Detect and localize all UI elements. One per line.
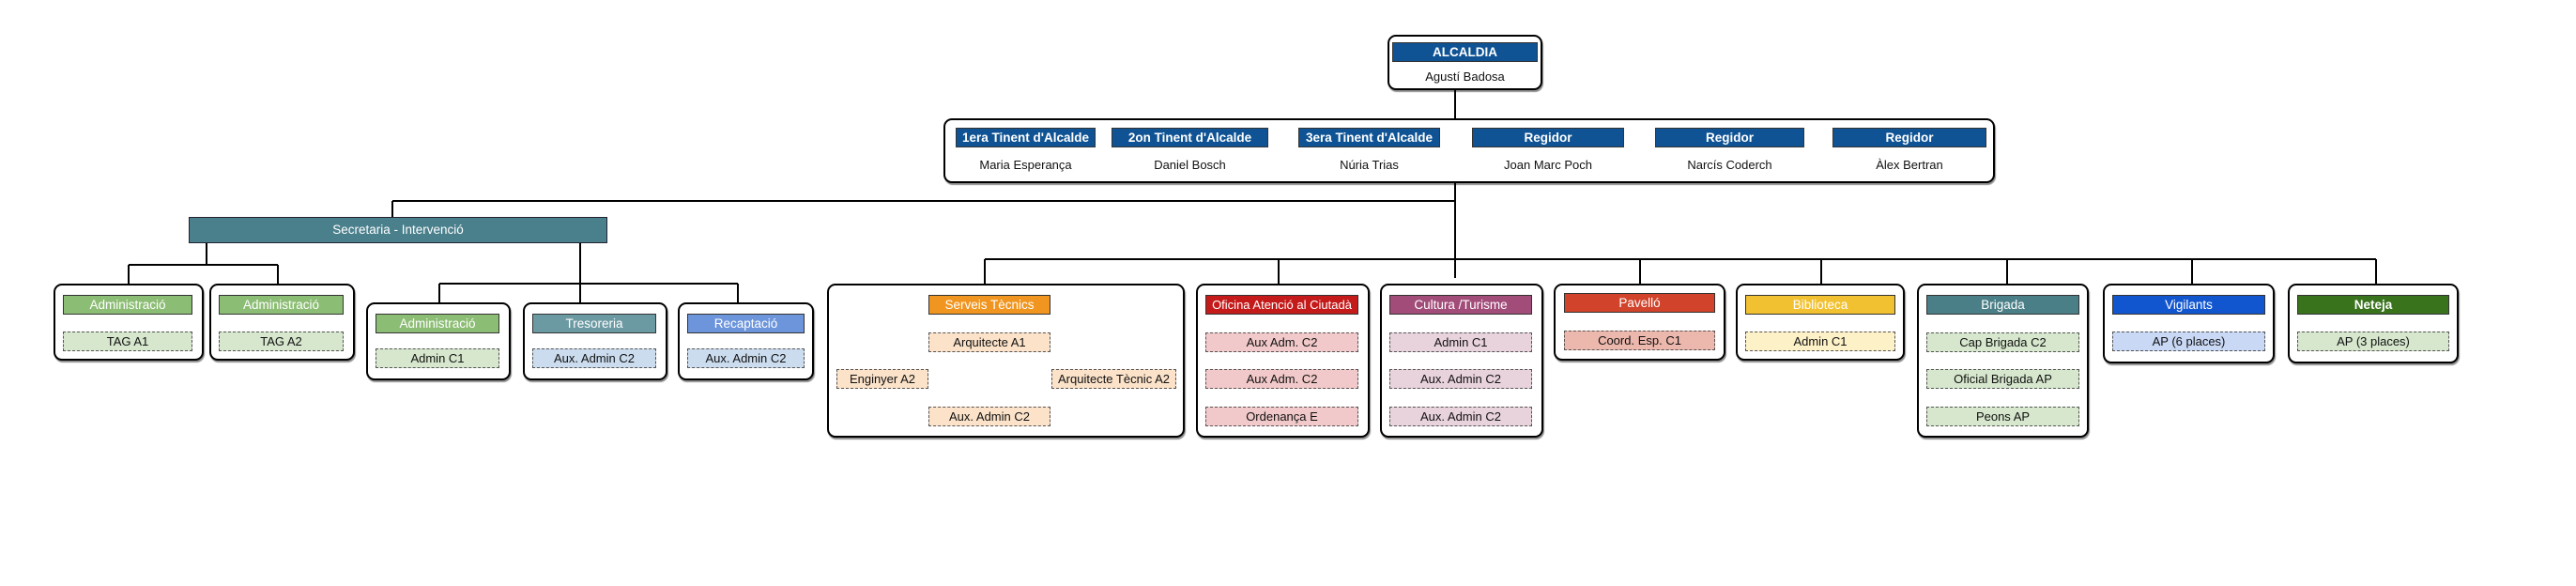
- council-name-5: Narcís Coderch: [1687, 158, 1772, 172]
- neteja-title: Neteja: [2297, 295, 2449, 315]
- council-title-4: Regidor: [1472, 128, 1624, 147]
- position-tag-a1: TAG A1: [63, 332, 192, 351]
- position-aux-adm-c2: Aux Adm. C2: [1205, 369, 1358, 389]
- council-box: 1era Tinent d'Alcalde Maria Esperança 2o…: [943, 118, 1995, 183]
- neteja-box: Neteja AP (3 places): [2288, 284, 2459, 363]
- oac-title: Oficina Atenció al Ciutadà: [1205, 295, 1358, 315]
- council-name-4: Joan Marc Poch: [1504, 158, 1592, 172]
- biblioteca-box: Biblioteca Admin C1: [1736, 284, 1905, 361]
- position-arquitecte-tecnic-a2: Arquitecte Tècnic A2: [1051, 369, 1176, 389]
- position-aux-adm-c2: Aux Adm. C2: [1205, 332, 1358, 352]
- biblioteca-title: Biblioteca: [1745, 295, 1895, 315]
- position-peons-ap: Peons AP: [1926, 407, 2079, 426]
- oac-box: Oficina Atenció al Ciutadà Aux Adm. C2 A…: [1196, 284, 1370, 438]
- cultura-box: Cultura /Turisme Admin C1 Aux. Admin C2 …: [1380, 284, 1543, 438]
- position-admin-c1: Admin C1: [376, 348, 499, 368]
- tresoreria-box: Tresoreria Aux. Admin C2: [523, 302, 667, 380]
- alcaldia-title: ALCALDIA: [1392, 42, 1538, 62]
- vigilants-title: Vigilants: [2112, 295, 2265, 315]
- position-admin-c1: Admin C1: [1389, 332, 1532, 352]
- serveis-tecnics-title: Serveis Tècnics: [928, 295, 1050, 315]
- brigada-box: Brigada Cap Brigada C2 Oficial Brigada A…: [1917, 284, 2089, 438]
- position-aux-admin-c2: Aux. Admin C2: [532, 348, 656, 368]
- position-aux-admin-c2: Aux. Admin C2: [1389, 369, 1532, 389]
- council-title-1: 1era Tinent d'Alcalde: [956, 128, 1096, 147]
- position-ap-6-places: AP (6 places): [2112, 332, 2265, 351]
- administracio-2-box: Administració TAG A2: [209, 284, 355, 361]
- position-admin-c1: Admin C1: [1745, 332, 1895, 351]
- position-coord-esp-c1: Coord. Esp. C1: [1564, 331, 1715, 350]
- alcaldia-box: ALCALDIA Agustí Badosa: [1388, 35, 1542, 90]
- position-aux-admin-c2: Aux. Admin C2: [1389, 407, 1532, 426]
- recaptacio-title: Recaptació: [687, 314, 805, 333]
- position-tag-a2: TAG A2: [219, 332, 344, 351]
- position-oficial-brigada-ap: Oficial Brigada AP: [1926, 369, 2079, 389]
- pavello-title: Pavelló: [1564, 293, 1715, 313]
- pavello-box: Pavelló Coord. Esp. C1: [1554, 284, 1725, 361]
- administracio-1-title: Administració: [63, 295, 192, 315]
- administracio-3-box: Administració Admin C1: [366, 302, 511, 380]
- alcaldia-name: Agustí Badosa: [1425, 69, 1505, 84]
- position-ordenanca-e: Ordenança E: [1205, 407, 1358, 426]
- administracio-1-box: Administració TAG A1: [54, 284, 204, 361]
- council-name-6: Àlex Bertran: [1876, 158, 1943, 172]
- council-title-5: Regidor: [1655, 128, 1804, 147]
- position-aux-admin-c2: Aux. Admin C2: [687, 348, 805, 368]
- council-title-2: 2on Tinent d'Alcalde: [1112, 128, 1268, 147]
- council-name-2: Daniel Bosch: [1154, 158, 1226, 172]
- secretaria-bar: Secretaria - Intervenció: [189, 217, 607, 243]
- position-arquitecte-a1: Arquitecte A1: [928, 332, 1050, 352]
- council-name-1: Maria Esperança: [979, 158, 1072, 172]
- recaptacio-box: Recaptació Aux. Admin C2: [678, 302, 814, 380]
- tresoreria-title: Tresoreria: [532, 314, 656, 333]
- position-aux-admin-c2: Aux. Admin C2: [928, 407, 1050, 426]
- serveis-tecnics-box: Serveis Tècnics Arquitecte A1 Enginyer A…: [827, 284, 1185, 438]
- position-ap-3-places: AP (3 places): [2297, 332, 2449, 351]
- vigilants-box: Vigilants AP (6 places): [2103, 284, 2275, 363]
- council-title-6: Regidor: [1832, 128, 1986, 147]
- position-cap-brigada-c2: Cap Brigada C2: [1926, 332, 2079, 352]
- cultura-title: Cultura /Turisme: [1389, 295, 1532, 315]
- council-title-3: 3era Tinent d'Alcalde: [1298, 128, 1440, 147]
- administracio-2-title: Administració: [219, 295, 344, 315]
- administracio-3-title: Administració: [376, 314, 499, 333]
- brigada-title: Brigada: [1926, 295, 2079, 315]
- council-name-3: Núria Trias: [1340, 158, 1399, 172]
- position-enginyer-a2: Enginyer A2: [836, 369, 928, 389]
